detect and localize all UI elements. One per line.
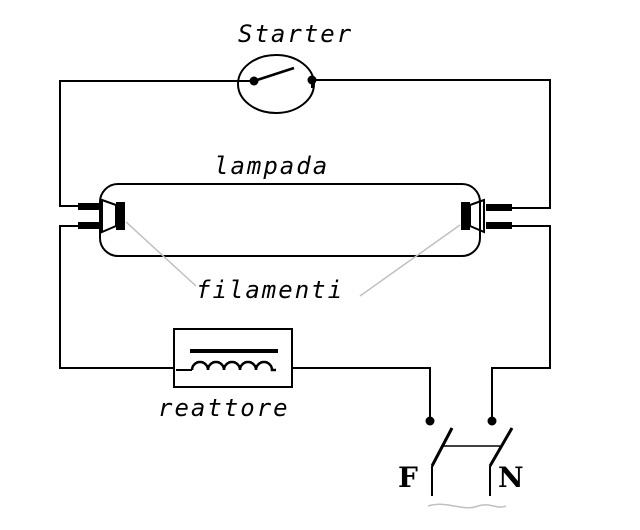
left-electrode [101, 198, 117, 234]
filament-pointers [125, 221, 461, 297]
mains-supply-wave [427, 503, 507, 509]
lamp-pin-left-bottom [78, 222, 102, 229]
switch-neutral-contact [487, 416, 497, 426]
ballast [173, 328, 293, 388]
ballast-core [190, 349, 278, 353]
lamp-tube [99, 183, 481, 257]
starter-label: Starter [238, 20, 354, 48]
starter-bulb [237, 54, 315, 114]
right-filament [461, 202, 470, 230]
starter [237, 54, 317, 114]
lamp-label: lampada [214, 152, 330, 180]
wire-right-to-neutral [491, 225, 551, 420]
right-electrode [469, 198, 485, 234]
wire-ballast-to-phase [292, 367, 431, 420]
wire-starter-right [316, 79, 551, 209]
neutral-terminal-label: N [498, 461, 524, 494]
lamp-pin-left-top [78, 203, 102, 210]
lamp-pin-right-bottom [486, 222, 512, 229]
wire-starter-left [59, 80, 250, 207]
lamp-pin-right-top [486, 204, 512, 211]
lamp [78, 183, 512, 257]
ballast-label: reattore [158, 394, 290, 422]
left-filament [116, 202, 125, 230]
switch-phase-contact [425, 416, 435, 426]
pointer-left-filament [125, 221, 197, 287]
phase-terminal-label: F [398, 461, 418, 494]
ballast-coil [190, 360, 276, 372]
starter-switch-blade [253, 66, 295, 83]
mains-switch [425, 416, 514, 509]
switch-blade-phase [430, 427, 454, 467]
switch-blade-neutral [488, 427, 514, 467]
filaments-label: filamenti [196, 276, 345, 304]
wire-left-to-ballast [59, 225, 174, 369]
pointer-right-filament [359, 224, 461, 297]
ballast-box [173, 328, 293, 388]
